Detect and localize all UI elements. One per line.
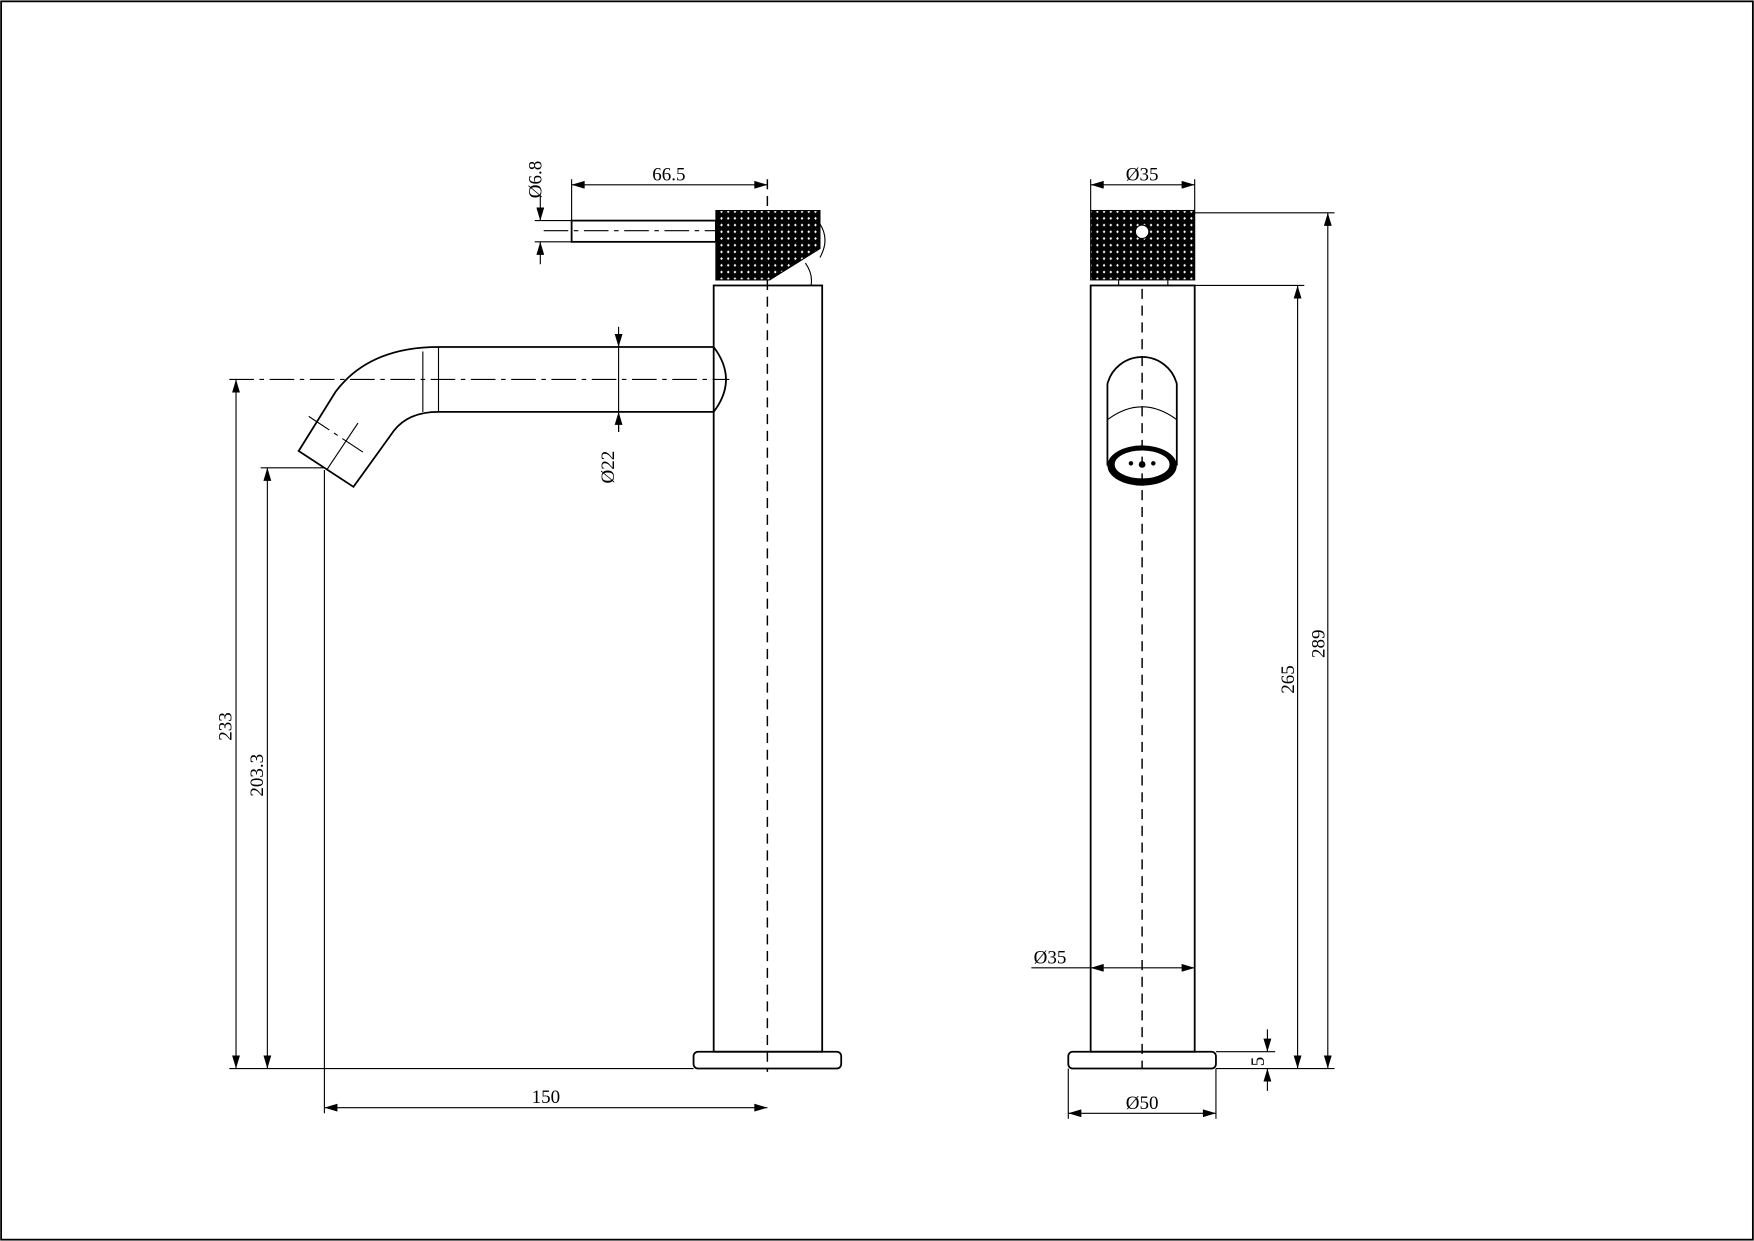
dim-spout-reach: 150 <box>532 1087 561 1108</box>
front-view: Ø35 Ø35 Ø50 265 289 5 <box>1031 164 1335 1119</box>
dim-spout-diameter: Ø22 <box>598 451 619 484</box>
dim-lever-diameter: Ø6.8 <box>525 161 546 198</box>
dim-outlet-height: 203.3 <box>247 754 268 797</box>
dim-lever-length: 66.5 <box>652 164 685 185</box>
spout <box>297 346 714 489</box>
tap-body-front <box>1089 284 1196 1053</box>
dim-body-diameter: Ø35 <box>1034 947 1067 968</box>
knurled-handle <box>715 209 821 281</box>
dim-handle-diameter: Ø35 <box>1126 164 1159 185</box>
dim-body-height: 265 <box>1278 665 1299 694</box>
knurled-handle-front <box>1090 209 1196 281</box>
dim-base-thickness: 5 <box>1248 1057 1269 1067</box>
side-view: 66.5 Ø6.8 Ø22 233 203.3 150 <box>216 161 843 1114</box>
dim-total-height: 289 <box>1308 629 1329 658</box>
dim-spout-height: 233 <box>216 712 237 741</box>
dim-base-diameter: Ø50 <box>1126 1093 1159 1114</box>
